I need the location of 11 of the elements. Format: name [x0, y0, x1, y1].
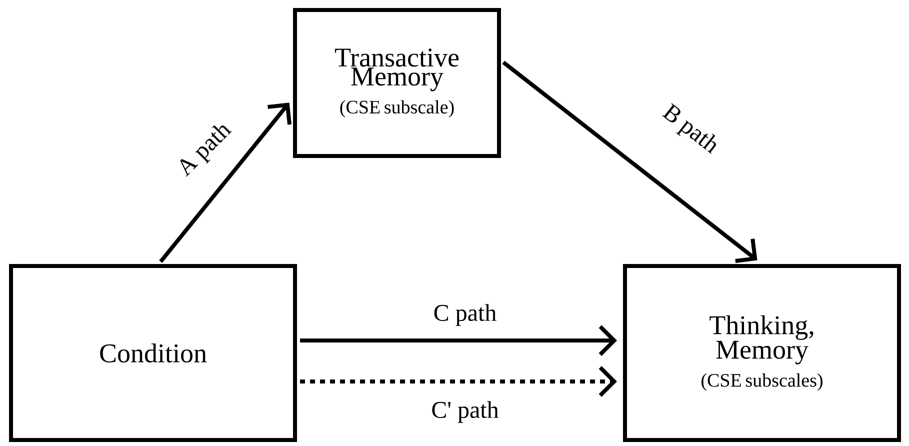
arrow: [300, 366, 617, 397]
edge-label: A path: [173, 118, 237, 182]
edge-label: C' path: [430, 400, 500, 424]
arrow: [300, 325, 617, 356]
box: Thinking, Memory (CSE subscales): [623, 264, 901, 442]
box: Transactive Memory (CSE subscale): [293, 8, 501, 158]
arrow: [159, 102, 292, 263]
edge-label: B path: [656, 100, 724, 160]
edge-label: C path: [432, 303, 498, 327]
arrow: [502, 60, 758, 263]
box: Condition: [9, 264, 297, 442]
